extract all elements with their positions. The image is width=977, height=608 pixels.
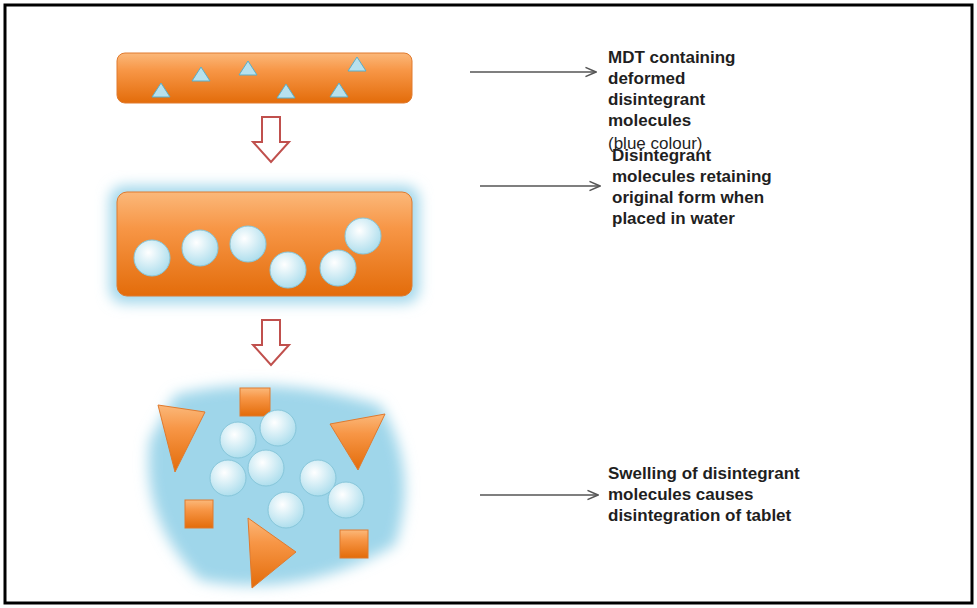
stage-label: Disintegrant molecules retaining origina… xyxy=(612,145,782,229)
tablet-deformed xyxy=(117,53,412,103)
stage-label: Swelling of disintegrant molecules cause… xyxy=(608,463,848,526)
tablet-wet xyxy=(110,186,419,303)
tablet-disintegrated xyxy=(149,386,405,588)
pointer-arrows xyxy=(470,72,600,495)
stage-label: MDT containing deformed disintegrant mol… xyxy=(608,47,768,131)
frame xyxy=(5,5,972,603)
down-arrow xyxy=(253,320,289,365)
down-arrow xyxy=(253,117,289,162)
